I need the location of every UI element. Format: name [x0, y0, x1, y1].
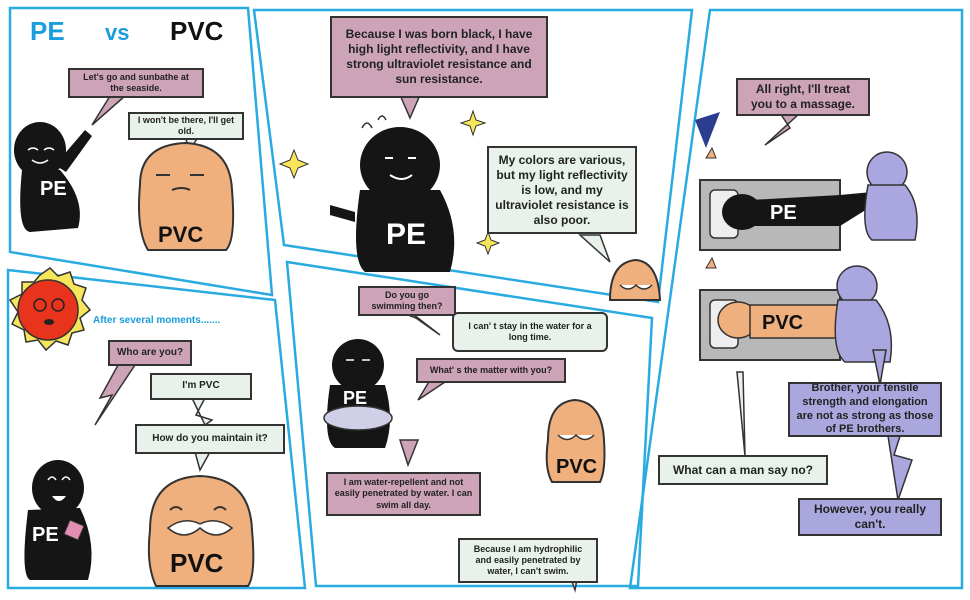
massage-bed-2	[699, 256, 841, 361]
pe-character-4	[323, 339, 393, 448]
speech-bubble-p5-massage: All right, I'll treat you to a massage.	[736, 78, 870, 116]
speech-bubble-p4-matter: What' s the matter with you?	[416, 358, 566, 383]
pvc-label-3: PVC	[170, 548, 224, 578]
pe-label-1: PE	[40, 178, 67, 200]
speech-bubble-p4-swim: Do you go swimming then?	[358, 286, 456, 316]
speech-bubble-p1-pvc: I won't be there, I'll get old.	[128, 112, 244, 140]
pvc-label-5: PVC	[762, 312, 804, 334]
pe-character-1	[14, 122, 92, 232]
pvc-label-1: PVC	[158, 222, 204, 247]
pvc-character-1	[138, 141, 235, 251]
masseur-2	[834, 265, 893, 363]
speech-bubble-p4-cant-stay: I can' t stay in the water for a long ti…	[452, 312, 608, 352]
speech-bubble-p2-pe: Because I was born black, I have high li…	[330, 16, 548, 98]
speech-bubble-p5-brother: Brother, your tensile strength and elong…	[788, 382, 942, 437]
panel-frame-2	[252, 8, 694, 304]
pe-label-3: PE	[32, 524, 59, 546]
pe-label-5: PE	[770, 202, 797, 224]
pvc-character-3	[147, 474, 255, 587]
panel-frame-4	[285, 260, 654, 588]
pe-character-3	[24, 460, 92, 580]
panel-frame-3	[6, 268, 307, 590]
speech-bubble-p5-however: However, you really can't.	[798, 498, 942, 536]
pe-label-4: PE	[343, 388, 368, 408]
sun-drawing	[8, 267, 92, 352]
panel-frame-5	[628, 8, 964, 590]
pvc-character-2	[608, 258, 662, 301]
speech-bubble-p3-how: How do you maintain it?	[135, 424, 285, 454]
speech-bubble-p1-pe: Let's go and sunbathe at the seaside.	[68, 68, 204, 98]
pvc-character-4	[545, 398, 606, 483]
speech-bubble-p4-pe: I am water-repellent and not easily pene…	[326, 472, 481, 516]
speech-bubble-p3-im-pvc: I'm PVC	[150, 373, 252, 400]
header-pe: PE	[30, 16, 65, 46]
narration-after-moments: After several moments.......	[93, 315, 221, 326]
massage-bed-1	[699, 146, 872, 251]
speech-bubble-p5-say-no: What can a man say no?	[658, 455, 828, 485]
speech-bubble-p2-pvc: My colors are various, but my light refl…	[487, 146, 637, 234]
masseur-1	[864, 151, 918, 241]
speech-bubble-p3-who: Who are you?	[108, 340, 192, 366]
panel-frame-1	[8, 6, 274, 297]
pe-character-2	[330, 127, 455, 272]
pe-label-2: PE	[386, 218, 427, 251]
pvc-label-4: PVC	[556, 456, 598, 478]
header-vs: vs	[105, 20, 130, 45]
speech-bubble-p4-pvc: Because I am hydrophilic and easily pene…	[458, 538, 598, 583]
header-pvc: PVC	[170, 16, 224, 46]
